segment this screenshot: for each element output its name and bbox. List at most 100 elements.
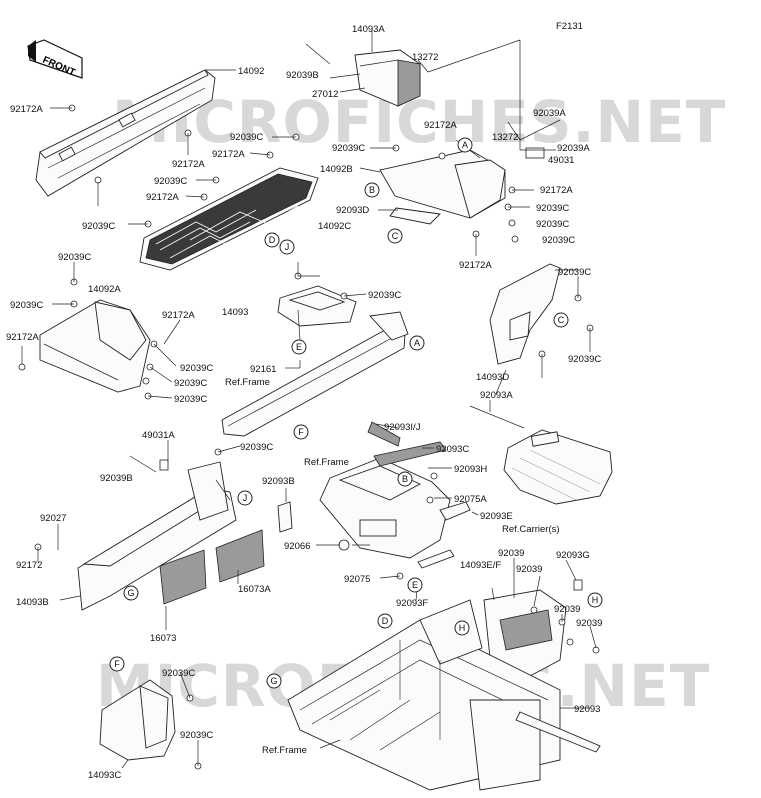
part-label: 14092B bbox=[320, 164, 353, 175]
part-label: 92172A bbox=[162, 310, 195, 321]
part-label: 14093C bbox=[88, 770, 121, 781]
callout-h-right: H bbox=[587, 592, 603, 608]
part-14092b bbox=[379, 149, 506, 225]
part-label: 13272 bbox=[492, 132, 518, 143]
svg-text:C: C bbox=[392, 231, 399, 241]
part-label: 92039C bbox=[568, 354, 601, 365]
front-arrow-icon: FRONT bbox=[27, 39, 83, 79]
part-label: 92039C bbox=[240, 442, 273, 453]
part-label: 92039C bbox=[368, 290, 401, 301]
part-label: 92093D bbox=[336, 205, 369, 216]
callout-b-center: B bbox=[397, 471, 413, 487]
part-label: 92039C bbox=[536, 203, 569, 214]
part-label: 14093B bbox=[16, 597, 49, 608]
part-label: 92039 bbox=[498, 548, 524, 559]
part-label: 92172A bbox=[6, 332, 39, 343]
callout-f-lower: F bbox=[109, 656, 125, 672]
part-label: 92039C bbox=[558, 267, 591, 278]
part-label: 92066 bbox=[284, 541, 310, 552]
part-label: 92039C bbox=[230, 132, 263, 143]
part-label: 92093I/J bbox=[384, 422, 421, 433]
svg-text:H: H bbox=[592, 595, 599, 605]
part-label: 92039C bbox=[82, 221, 115, 232]
part-label: 92093G bbox=[556, 550, 590, 561]
part-14093b bbox=[77, 461, 237, 611]
part-label: 14093E/F bbox=[460, 560, 501, 571]
callout-h-lower: H bbox=[454, 620, 470, 636]
part-label: 92075 bbox=[344, 574, 370, 585]
callout-b-upper: B bbox=[364, 182, 380, 198]
part-92093b bbox=[277, 501, 293, 533]
part-label: 92093E bbox=[480, 511, 513, 522]
callout-a-frame: A bbox=[409, 335, 425, 351]
part-label: 92093F bbox=[396, 598, 428, 609]
part-label: 92039A bbox=[533, 108, 566, 119]
part-label: 92039C bbox=[536, 219, 569, 230]
part-label: 92039B bbox=[100, 473, 133, 484]
svg-text:J: J bbox=[285, 242, 290, 252]
part-label: 92093B bbox=[262, 476, 295, 487]
part-14093c bbox=[99, 679, 176, 761]
callout-a-upper: A bbox=[457, 137, 473, 153]
part-label: 92039C bbox=[10, 300, 43, 311]
part-label: 92039C bbox=[162, 668, 195, 679]
part-labels: 14093A 14092 92172A 92039B 27012 13272 9… bbox=[6, 24, 602, 781]
part-label: 92093 bbox=[574, 704, 600, 715]
part-label: 92039C bbox=[58, 252, 91, 263]
center-frame-assembly bbox=[319, 421, 471, 569]
svg-text:B: B bbox=[402, 474, 408, 484]
part-14093a bbox=[354, 49, 421, 107]
callout-c-upper: C bbox=[387, 228, 403, 244]
svg-text:G: G bbox=[270, 676, 277, 686]
part-label: 14093 bbox=[222, 307, 248, 318]
part-label: 13272 bbox=[412, 52, 438, 63]
callout-f-frame: F bbox=[293, 424, 309, 440]
part-label: 92039C bbox=[332, 143, 365, 154]
svg-text:G: G bbox=[127, 588, 134, 598]
callout-e-lower: E bbox=[407, 577, 423, 593]
part-label: 27012 bbox=[312, 89, 338, 100]
part-14092 bbox=[35, 69, 216, 197]
part-label: 49031A bbox=[142, 430, 175, 441]
svg-text:D: D bbox=[382, 616, 389, 626]
main-frame bbox=[287, 599, 601, 791]
part-label: 16073 bbox=[150, 633, 176, 644]
part-label: 92039 bbox=[554, 604, 580, 615]
part-label: 14093A bbox=[352, 24, 385, 35]
svg-text:E: E bbox=[296, 342, 302, 352]
part-label: 92172 bbox=[16, 560, 42, 571]
svg-text:A: A bbox=[414, 338, 420, 348]
part-14093ef bbox=[483, 589, 567, 677]
part-14092c bbox=[139, 167, 319, 271]
part-14093 bbox=[277, 285, 357, 327]
part-label: 49031 bbox=[548, 155, 574, 166]
part-label: 14092A bbox=[88, 284, 121, 295]
part-label: 92039A bbox=[557, 143, 590, 154]
part-label: 92172A bbox=[212, 149, 245, 160]
watermark-top: MICROFICHES.NET bbox=[112, 88, 726, 156]
part-label: 92039B bbox=[286, 70, 319, 81]
callout-c-right: C bbox=[553, 312, 569, 328]
part-label: 92161 bbox=[250, 364, 276, 375]
callout-d-lower: D bbox=[377, 613, 393, 629]
part-label: 92039 bbox=[516, 564, 542, 575]
svg-text:E: E bbox=[412, 580, 418, 590]
part-label: 92039C bbox=[542, 235, 575, 246]
svg-text:F: F bbox=[298, 427, 304, 437]
callout-j-upper: J bbox=[279, 239, 295, 255]
svg-text:H: H bbox=[459, 623, 466, 633]
callout-e-upper: E bbox=[291, 339, 307, 355]
svg-text:C: C bbox=[558, 315, 565, 325]
part-label: 14093D bbox=[476, 372, 509, 383]
callout-g-lower: G bbox=[266, 673, 282, 689]
callout-g-left: G bbox=[123, 585, 139, 601]
callout-j-lower: J bbox=[237, 490, 253, 506]
part-label: 92093C bbox=[436, 444, 469, 455]
svg-text:B: B bbox=[369, 185, 375, 195]
part-14092a bbox=[39, 299, 151, 393]
part-label: 92039C bbox=[174, 394, 207, 405]
part-16073 bbox=[159, 549, 207, 605]
part-label: 14092 bbox=[238, 66, 264, 77]
svg-text:A: A bbox=[462, 140, 468, 150]
